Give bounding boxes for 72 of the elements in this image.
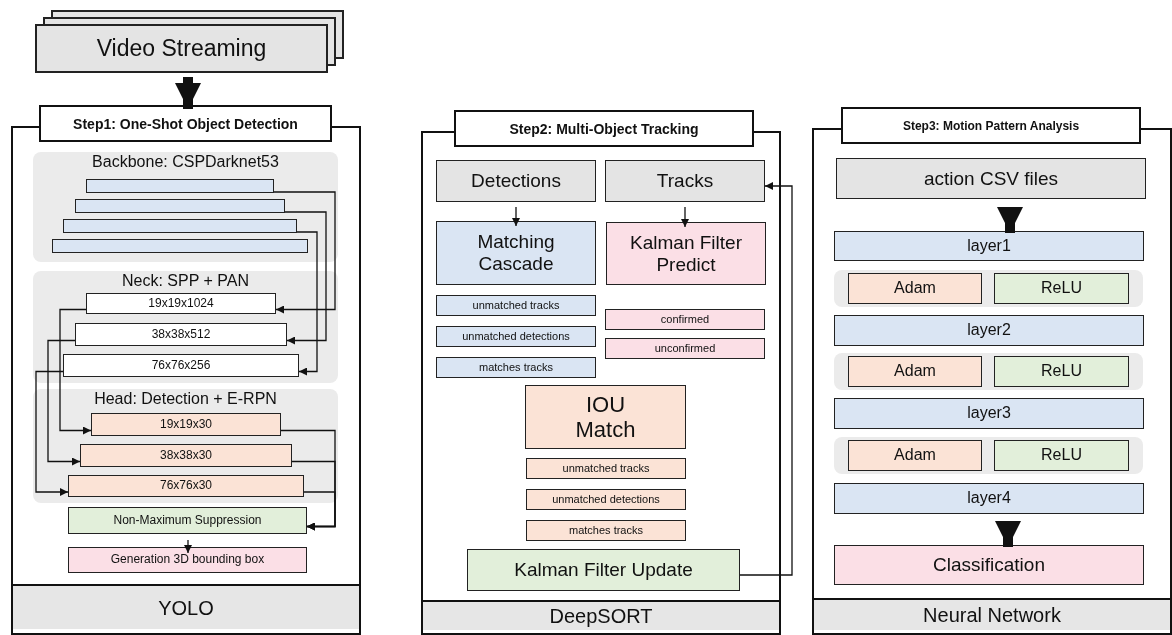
connector-arrow xyxy=(739,182,793,576)
process-box: Non-Maximum Suppression xyxy=(68,507,307,534)
group-panel xyxy=(33,152,338,262)
feature-map-box: 19x19x1024 xyxy=(86,293,276,314)
activation-box: ReLU xyxy=(994,273,1129,304)
connector-arrow xyxy=(184,539,192,554)
connector-arrow xyxy=(303,491,336,531)
result-box: unmatched tracks xyxy=(436,295,596,316)
output-box: 38x38x30 xyxy=(80,444,292,467)
feature-map-box: 76x76x256 xyxy=(63,354,299,377)
optimizer-box: Adam xyxy=(848,440,982,471)
connector-arrow xyxy=(273,191,336,314)
connector-arrow xyxy=(35,370,69,496)
layer-bar xyxy=(63,219,297,233)
layer-group xyxy=(834,270,1143,307)
result-box: unmatched tracks xyxy=(526,458,686,479)
input-box: Tracks xyxy=(605,160,765,202)
result-box: confirmed xyxy=(605,309,765,330)
panel-footer: DeepSORT xyxy=(423,600,779,630)
result-box: unconfirmed xyxy=(605,338,765,359)
stage-panel xyxy=(11,105,361,635)
group-panel xyxy=(33,389,338,503)
stage-panel xyxy=(421,110,781,635)
layer-bar: layer1 xyxy=(834,231,1144,261)
process-box: Kalman Filter Predict xyxy=(606,222,766,285)
connector-arrow xyxy=(681,206,689,228)
process-box: Generation 3D bounding box xyxy=(68,547,307,573)
layer-bar: layer4 xyxy=(834,483,1144,514)
activation-box: ReLU xyxy=(994,356,1129,387)
result-box: matches tracks xyxy=(526,520,686,541)
panel-footer: Neural Network xyxy=(814,598,1170,630)
layer-bar xyxy=(75,199,285,213)
connector-arrow xyxy=(296,231,318,376)
layer-bar: layer2 xyxy=(834,315,1144,346)
layer-bar xyxy=(86,179,274,193)
connector-arrow xyxy=(59,308,92,435)
result-box: unmatched detections xyxy=(436,326,596,347)
layer-bar: layer3 xyxy=(834,398,1144,429)
connector-arrow xyxy=(512,206,520,227)
panel-footer: YOLO xyxy=(13,584,359,629)
connector-arrow xyxy=(47,339,81,466)
group-panel xyxy=(33,271,338,383)
step-header: Step1: One-Shot Object Detection xyxy=(39,105,332,142)
stage-panel xyxy=(812,107,1172,635)
layer-bar xyxy=(52,239,308,253)
block-arrow xyxy=(995,521,1021,547)
group-heading: Backbone: CSPDarknet53 xyxy=(91,152,280,172)
process-box: IOU Match xyxy=(525,385,686,449)
activation-box: ReLU xyxy=(994,440,1129,471)
result-box: matches tracks xyxy=(436,357,596,378)
input-box: Detections xyxy=(436,160,596,202)
box-label: Video Streaming xyxy=(95,34,268,63)
connector-arrow xyxy=(284,211,327,345)
group-heading: Neck: SPP + PAN xyxy=(121,271,250,291)
layer-group xyxy=(834,437,1143,474)
optimizer-box: Adam xyxy=(848,356,982,387)
output-box: 76x76x30 xyxy=(68,475,304,497)
step-header: Step2: Multi-Object Tracking xyxy=(454,110,754,147)
process-box: Kalman Filter Update xyxy=(467,549,740,591)
block-arrow xyxy=(997,207,1023,233)
result-box: unmatched detections xyxy=(526,489,686,510)
output-box: Classification xyxy=(834,545,1144,585)
process-box: Matching Cascade xyxy=(436,221,596,285)
output-box: 19x19x30 xyxy=(91,413,281,436)
optimizer-box: Adam xyxy=(848,273,982,304)
step-header: Step3: Motion Pattern Analysis xyxy=(841,107,1141,144)
block-arrow xyxy=(175,77,201,109)
input-box: action CSV files xyxy=(836,158,1146,199)
layer-group xyxy=(834,353,1143,390)
feature-map-box: 38x38x512 xyxy=(75,323,287,346)
stacked-frames xyxy=(35,10,345,74)
group-heading: Head: Detection + E-RPN xyxy=(93,389,278,409)
